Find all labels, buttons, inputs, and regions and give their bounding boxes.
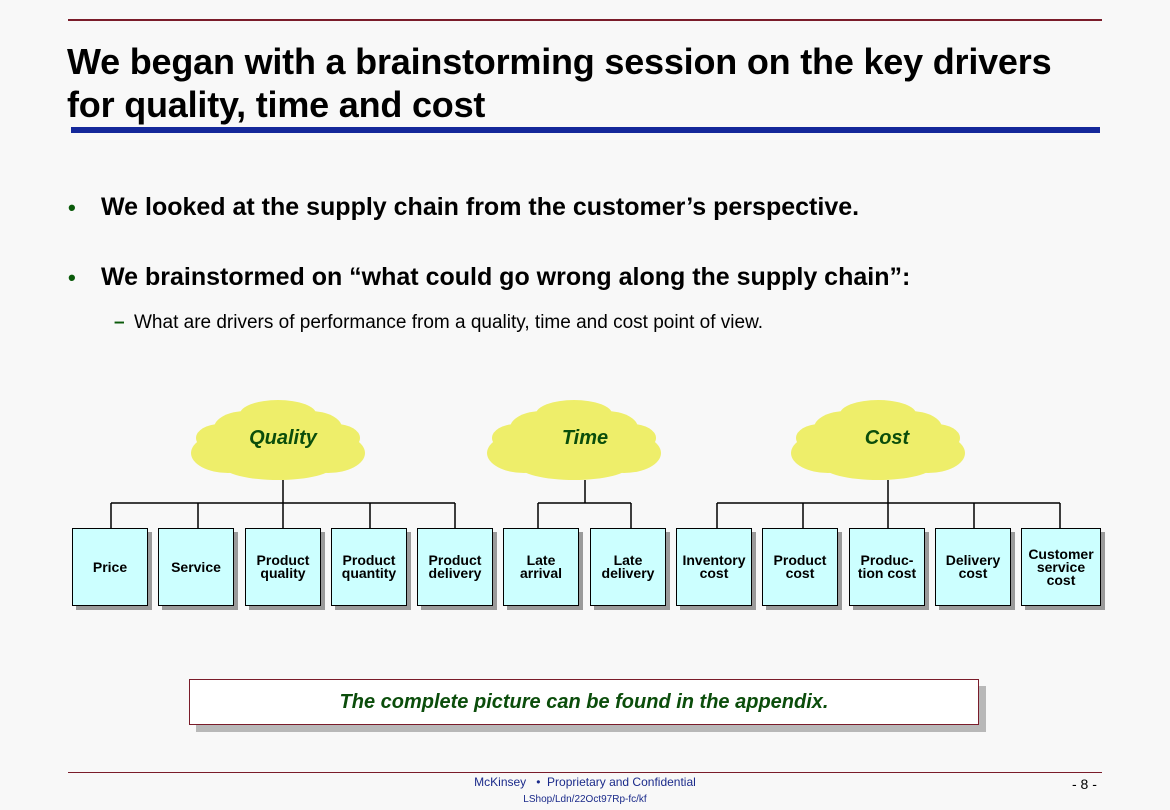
driver-box-production-cost: Produc- tion cost (849, 528, 925, 606)
driver-box-product-delivery: Product delivery (417, 528, 493, 606)
sub-bullet-text: What are drivers of performance from a q… (134, 312, 764, 333)
bullet-item-2: • We brainstormed on “what could go wrong… (68, 263, 910, 292)
footer-doc-id: LShop/Ldn/22Oct97Rp-fc/kf (523, 794, 647, 805)
cloud-shape (791, 400, 965, 480)
bullet-text-2: We brainstormed on “what could go wrong … (101, 263, 911, 291)
top-rule (68, 19, 1102, 21)
cloud-label-cost: Cost (864, 427, 910, 449)
driver-box-inventory-cost: Inventory cost (676, 528, 752, 606)
cost-cloud (791, 400, 965, 480)
driver-box-product-quality: Product quality (245, 528, 321, 606)
driver-box-product-quantity: Product quantity (331, 528, 407, 606)
driver-box-price: Price (72, 528, 148, 606)
bullet-dot: • (68, 195, 76, 220)
bullet-text-1: We looked at the supply chain from the c… (101, 193, 860, 221)
cloud-label-time: Time (561, 427, 609, 449)
cloud-shape (487, 400, 661, 480)
cloud-label-quality: Quality (249, 427, 317, 449)
cloud-shape (191, 400, 365, 480)
driver-box-product-cost: Product cost (762, 528, 838, 606)
footer-rule (68, 772, 1102, 773)
bullet-item-1: • We looked at the supply chain from the … (68, 193, 859, 222)
page-number: - 8 - (1072, 776, 1097, 792)
time-cloud (487, 400, 661, 480)
driver-box-late-arrival: Late arrival (503, 528, 579, 606)
driver-box-service: Service (158, 528, 234, 606)
page-title: We began with a brainstorming session on… (67, 41, 1052, 125)
appendix-callout: The complete picture can be found in the… (189, 679, 979, 725)
driver-box-delivery-cost: Delivery cost (935, 528, 1011, 606)
driver-box-late-delivery: Late delivery (590, 528, 666, 606)
sub-bullet-dash: – (114, 312, 125, 333)
sub-bullet: –What are drivers of performance from a … (114, 312, 763, 334)
quality-cloud (191, 400, 365, 480)
bullet-dot: • (68, 265, 76, 290)
callout-text: The complete picture can be found in the… (339, 690, 829, 713)
title-underline (71, 127, 1100, 133)
footer-confidential: McKinsey • Proprietary and Confidential (474, 775, 696, 789)
driver-box-customer-service-cost: Customer service cost (1021, 528, 1101, 606)
